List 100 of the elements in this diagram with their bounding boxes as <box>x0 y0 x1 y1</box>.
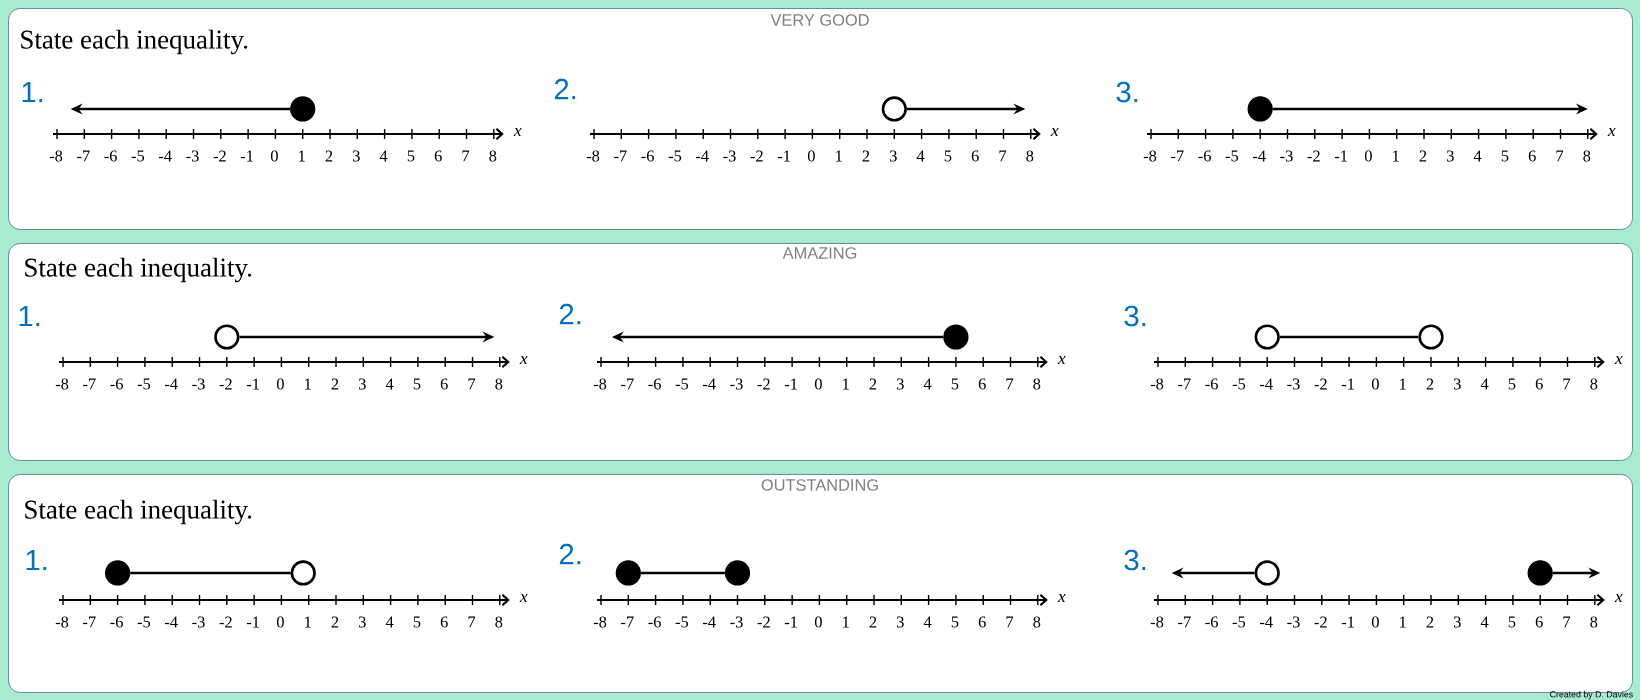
question-number: 3. <box>1116 81 1138 103</box>
tick-label: 6 <box>978 616 986 628</box>
tick-label: 3 <box>1447 150 1454 162</box>
tick-label: -8 <box>1143 150 1157 162</box>
instruction-text: State each inequality. <box>21 29 248 55</box>
tick-label: 5 <box>944 150 952 162</box>
tick-label: 3 <box>1454 378 1461 390</box>
panel <box>8 8 1633 230</box>
tick-label: 4 <box>923 616 932 628</box>
tick-label: 6 <box>434 150 442 162</box>
tick-label: 3 <box>890 150 897 162</box>
tick-label: 0 <box>270 150 278 162</box>
tick-label: 6 <box>1528 150 1536 162</box>
tick-label: -5 <box>675 378 689 390</box>
question-number: 1. <box>26 549 47 571</box>
tick-label: -1 <box>1341 616 1354 628</box>
axis-label: x <box>513 127 522 137</box>
tick-label: -6 <box>110 616 123 628</box>
tick-label: -5 <box>137 616 151 628</box>
tick-label: 6 <box>971 150 979 162</box>
tick-label: -2 <box>1314 378 1327 390</box>
filled-dot <box>105 560 131 586</box>
filled-dot <box>943 324 969 350</box>
heading: OUTSTANDING <box>761 479 878 491</box>
tick-label: -1 <box>784 616 797 628</box>
tick-label: -7 <box>621 616 634 628</box>
tick-label: -8 <box>1150 378 1164 390</box>
heading: VERY GOOD <box>770 14 869 26</box>
tick-label: -1 <box>1334 150 1347 162</box>
tick-label: 5 <box>413 378 421 390</box>
tick-label: -6 <box>641 150 654 162</box>
tick-label: -5 <box>1232 378 1246 390</box>
tick-label: 7 <box>1006 378 1014 390</box>
tick-label: 2 <box>869 378 877 390</box>
tick-label: -8 <box>1150 616 1164 628</box>
axis-label: x <box>1607 127 1616 137</box>
tick-label: -7 <box>83 378 96 390</box>
axis-label: x <box>1614 593 1623 603</box>
tick-label: 2 <box>862 150 870 162</box>
tick-label: 6 <box>440 378 448 390</box>
tick-label: 8 <box>489 150 497 162</box>
tick-label: -3 <box>723 150 736 162</box>
instruction-text: State each inequality. <box>25 499 252 525</box>
tick-label: -7 <box>1171 150 1184 162</box>
open-circle <box>214 324 240 350</box>
axis-label: x <box>1050 127 1059 137</box>
tick-label: 8 <box>1590 378 1598 390</box>
axis-label: x <box>1057 593 1066 603</box>
tick-label: -1 <box>784 378 797 390</box>
tick-label: -2 <box>213 150 226 162</box>
tick-label: -2 <box>1307 150 1320 162</box>
tick-label: -3 <box>1287 378 1300 390</box>
open-circle <box>1254 324 1280 350</box>
tick-label: -6 <box>1205 616 1218 628</box>
tick-label: 1 <box>836 150 842 162</box>
tick-label: -6 <box>1198 150 1211 162</box>
tick-label: -3 <box>192 378 205 390</box>
tick-label: 7 <box>1563 378 1571 390</box>
tick-label: -1 <box>246 616 259 628</box>
tick-label: -1 <box>1341 378 1354 390</box>
tick-label: -7 <box>1178 378 1191 390</box>
tick-label: -3 <box>730 616 743 628</box>
question-number: 1. <box>19 305 40 327</box>
tick-label: -5 <box>1225 150 1239 162</box>
tick-label: -7 <box>1178 616 1191 628</box>
tick-label: 5 <box>951 378 959 390</box>
axis-label: x <box>1614 355 1623 365</box>
tick-label: 4 <box>385 378 394 390</box>
tick-label: -3 <box>1280 150 1293 162</box>
tick-label: 3 <box>359 378 366 390</box>
tick-label: -5 <box>1232 616 1246 628</box>
tick-label: 3 <box>353 150 360 162</box>
tick-label: -4 <box>159 150 172 162</box>
tick-label: 3 <box>359 616 366 628</box>
tick-label: 5 <box>1508 378 1516 390</box>
tick-label: 1 <box>843 616 849 628</box>
tick-label: 0 <box>276 378 284 390</box>
tick-label: 1 <box>843 378 849 390</box>
tick-label: 6 <box>1535 616 1543 628</box>
tick-label: -4 <box>1260 378 1273 390</box>
question-number: 3. <box>1124 305 1146 327</box>
tick-label: -2 <box>757 616 770 628</box>
tick-label: 6 <box>978 378 986 390</box>
tick-label: 4 <box>916 150 925 162</box>
tick-label: -5 <box>668 150 682 162</box>
tick-label: -8 <box>49 150 63 162</box>
credit-text: Created by D. Davies <box>1550 691 1633 700</box>
tick-label: 8 <box>495 616 503 628</box>
tick-label: -8 <box>593 616 607 628</box>
filled-dot <box>724 560 751 586</box>
tick-label: 1 <box>305 616 311 628</box>
tick-label: 0 <box>1371 378 1379 390</box>
tick-label: 4 <box>379 150 388 162</box>
tick-label: 6 <box>1535 378 1543 390</box>
tick-label: 7 <box>462 150 470 162</box>
tick-label: 4 <box>1480 378 1489 390</box>
tick-label: 4 <box>1473 150 1482 162</box>
tick-label: -8 <box>55 616 69 628</box>
axis-label: x <box>1057 355 1066 365</box>
tick-label: -4 <box>696 150 709 162</box>
